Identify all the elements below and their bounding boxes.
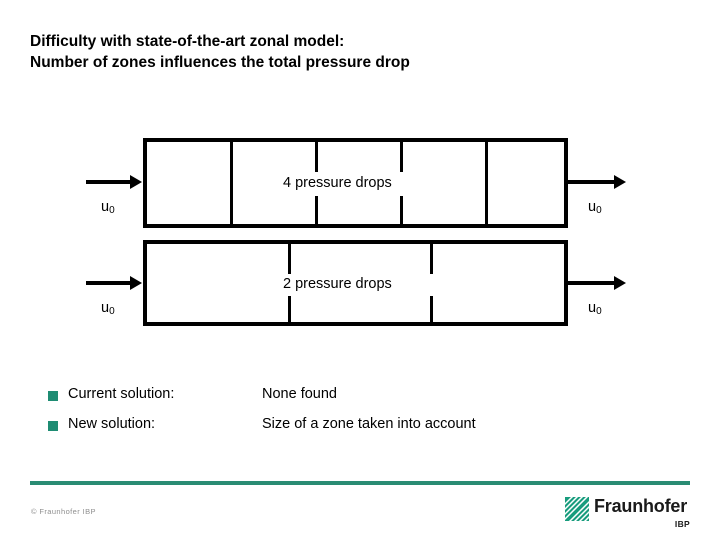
inlet-arrow-shaft-box2 <box>86 281 138 285</box>
zone-divider-2a-box1 <box>315 142 318 172</box>
zone-divider-1b-box2 <box>288 296 291 322</box>
outlet-arrow-head-box2 <box>614 276 626 290</box>
inlet-arrow-shaft-box1 <box>86 180 138 184</box>
inlet-velocity-label-box2: u0 <box>101 300 115 317</box>
outlet-arrow-shaft-box1 <box>566 180 618 184</box>
footer-divider <box>30 481 690 485</box>
zone-divider-2a-box2 <box>430 244 433 274</box>
pressure-drop-label-box1: 4 pressure drops <box>277 173 398 193</box>
bullet-square-icon <box>48 391 58 401</box>
zone-divider-1-box1 <box>230 142 233 224</box>
fraunhofer-logo-wordmark: Fraunhofer <box>594 496 688 516</box>
inlet-arrow-head-box1 <box>130 175 142 189</box>
pressure-drop-label-box2: 2 pressure drops <box>277 274 398 294</box>
bullet-value-current-solution: None found <box>262 386 337 402</box>
outlet-arrow-shaft-box2 <box>566 281 618 285</box>
fraunhofer-logo: Fraunhofer IBP <box>565 496 690 530</box>
footer-copyright: © Fraunhofer IBP <box>31 507 96 516</box>
list-item: New solution: Size of a zone taken into … <box>48 416 668 438</box>
list-item: Current solution: None found <box>48 386 668 408</box>
page-title-line-1: Difficulty with state-of-the-art zonal m… <box>30 33 345 50</box>
fraunhofer-logo-mark-icon <box>565 497 589 521</box>
bullet-label-current-solution: Current solution: <box>68 386 175 402</box>
outlet-arrow-head-box1 <box>614 175 626 189</box>
inlet-arrow-head-box2 <box>130 276 142 290</box>
bullet-label-new-solution: New solution: <box>68 416 156 432</box>
bullet-square-icon <box>48 421 58 431</box>
bullet-value-new-solution: Size of a zone taken into account <box>262 416 476 432</box>
zone-box-4 <box>143 138 568 228</box>
fraunhofer-logo-institute: IBP <box>674 519 690 529</box>
zone-divider-1a-box2 <box>288 244 291 274</box>
zone-divider-3b-box1 <box>400 196 403 224</box>
zone-divider-2b-box1 <box>315 196 318 224</box>
page-title-line-2: Number of zones influences the total pre… <box>30 54 410 71</box>
outlet-velocity-label-box1: u0 <box>588 199 602 216</box>
zone-divider-2b-box2 <box>430 296 433 322</box>
zone-box-2 <box>143 240 568 326</box>
zone-divider-3a-box1 <box>400 142 403 172</box>
outlet-velocity-label-box2: u0 <box>588 300 602 317</box>
inlet-velocity-label-box1: u0 <box>101 199 115 216</box>
page-title: Difficulty with state-of-the-art zonal m… <box>30 31 670 73</box>
zone-divider-4-box1 <box>485 142 488 224</box>
